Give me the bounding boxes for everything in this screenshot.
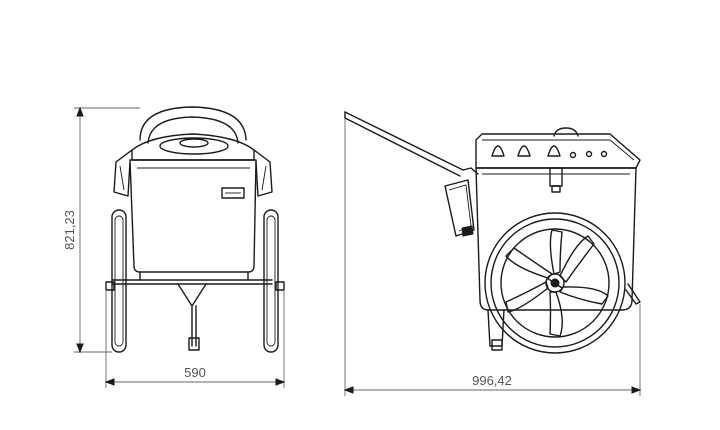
front-width-label: 590 — [184, 365, 206, 380]
side-length-label: 996,42 — [472, 373, 512, 388]
front-view — [105, 106, 285, 353]
front-height-dimension: 821,23 — [62, 106, 140, 354]
side-view — [344, 111, 641, 354]
front-width-dimension: 590 — [104, 290, 286, 388]
wheel-spokes — [505, 229, 609, 337]
front-height-label: 821,23 — [62, 210, 77, 250]
side-length-dimension: 996,42 — [343, 118, 642, 396]
